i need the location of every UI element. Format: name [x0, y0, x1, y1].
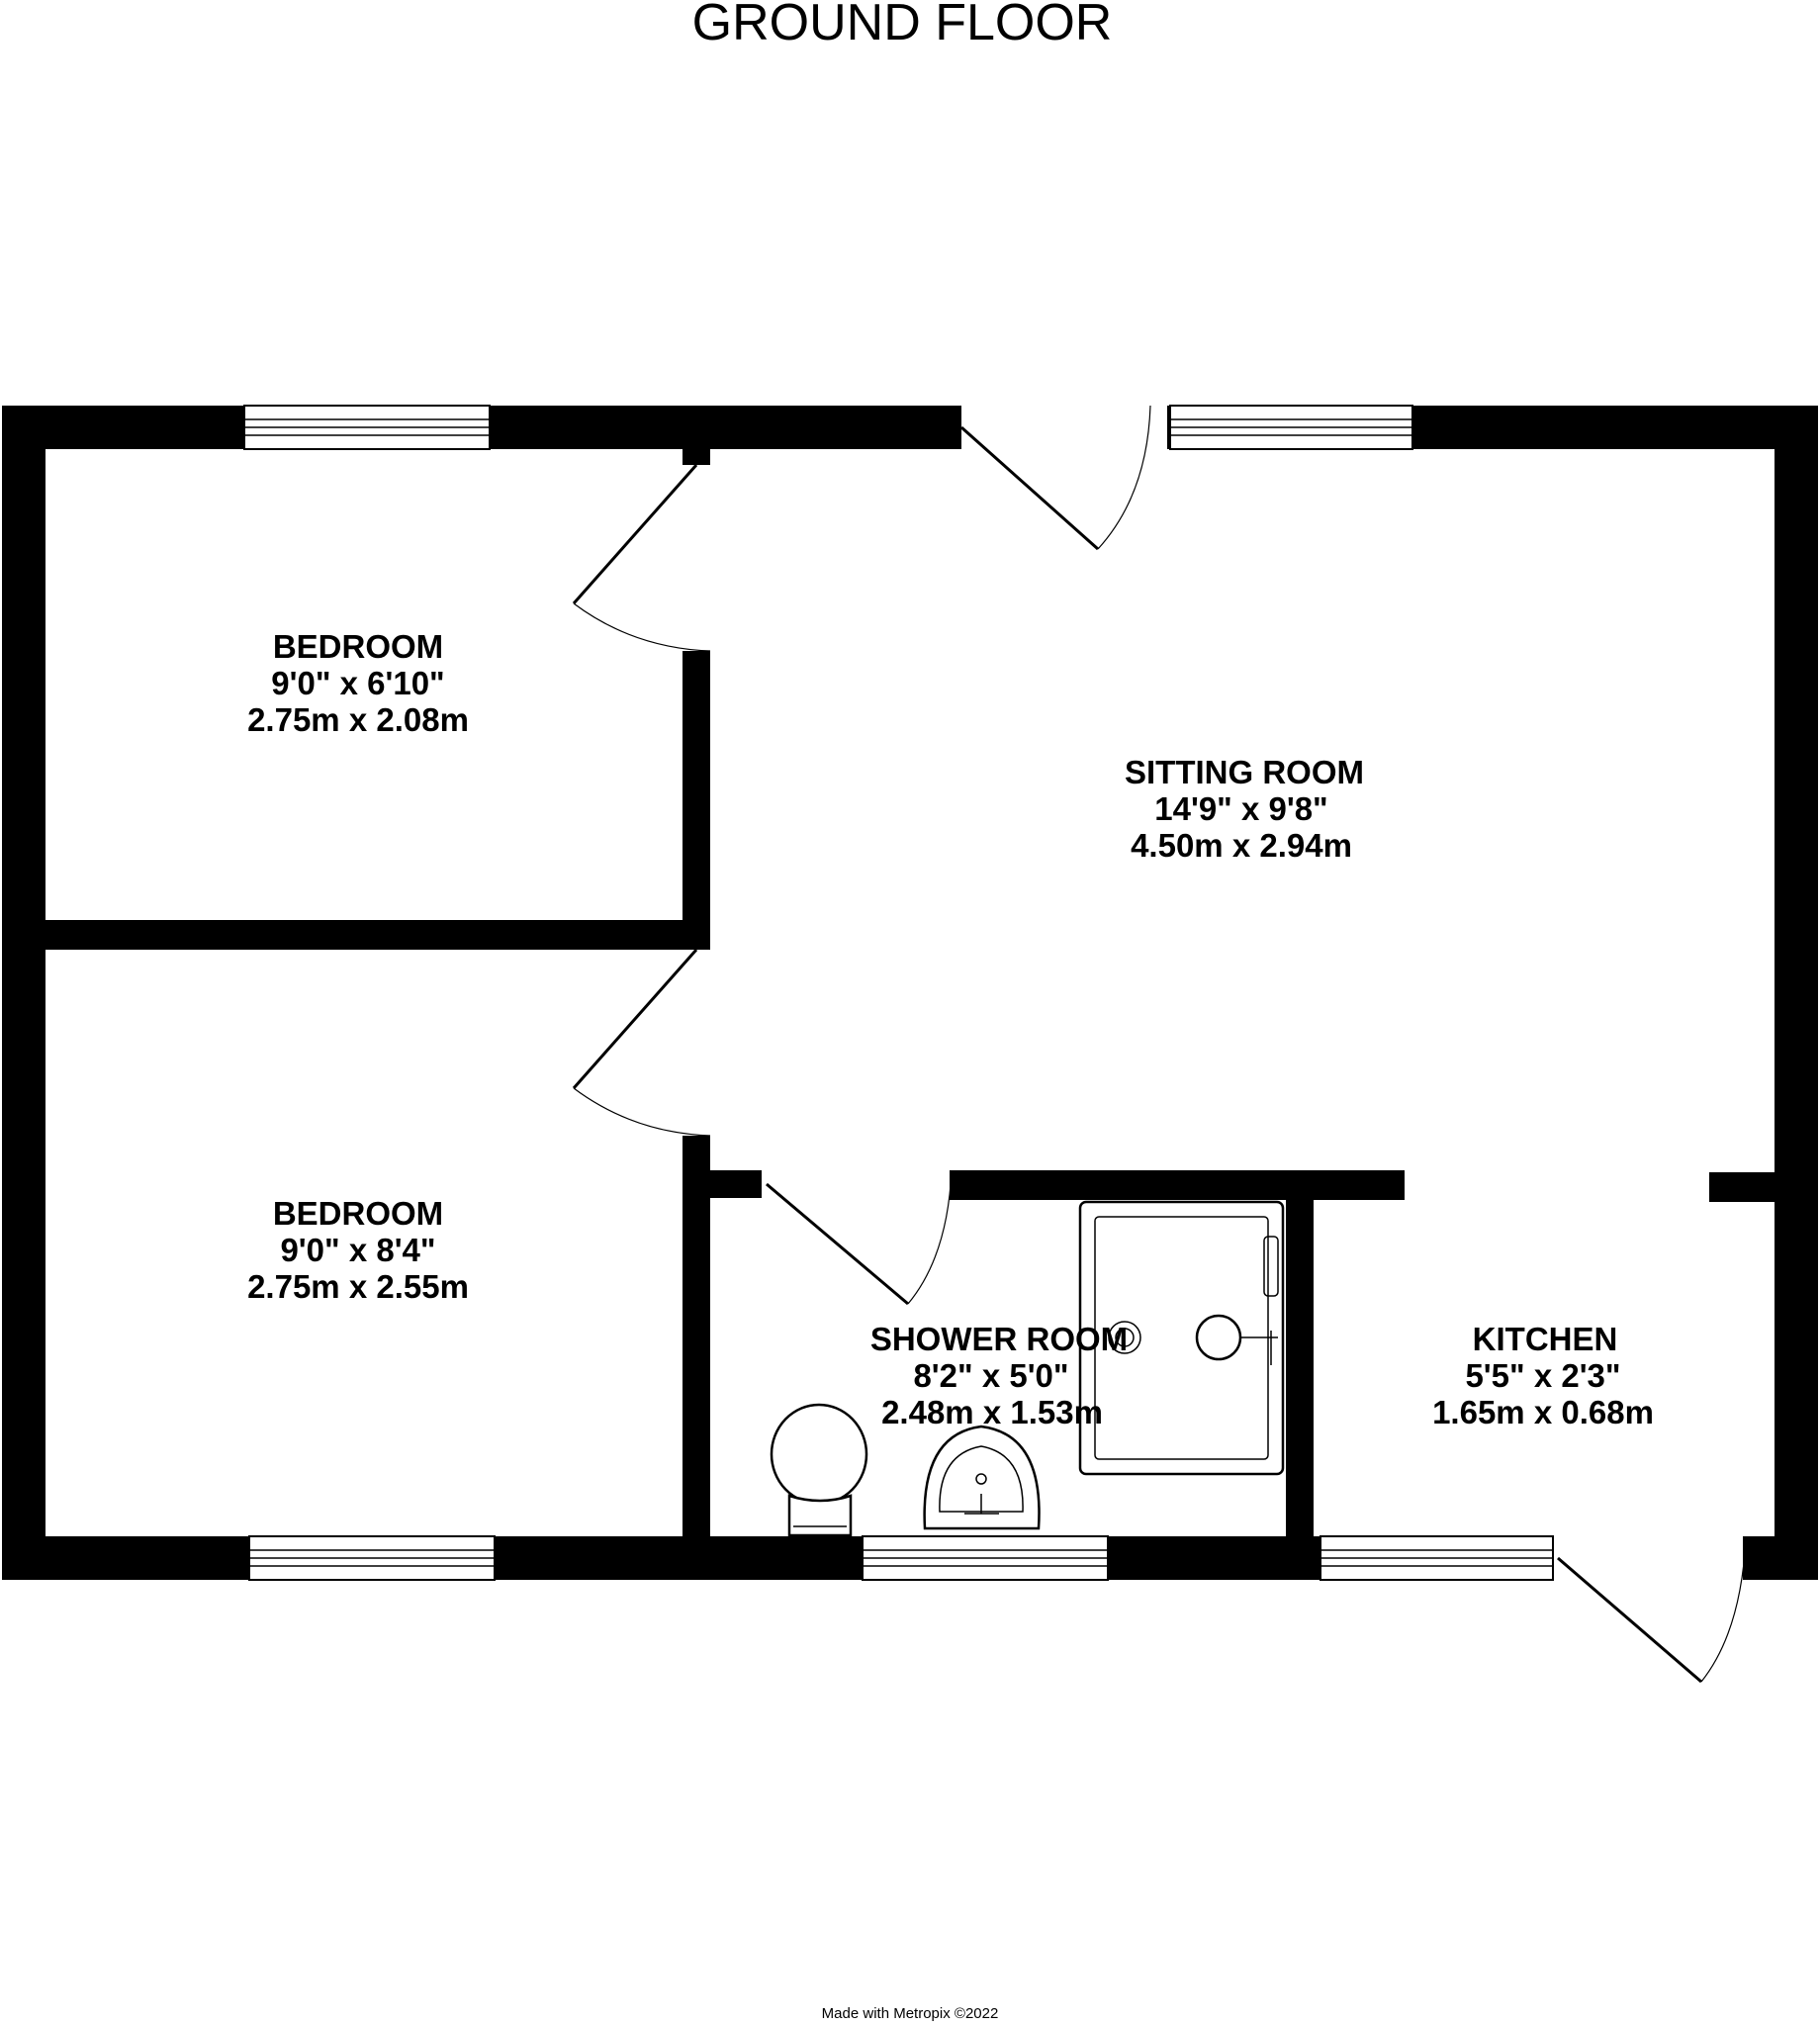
wall-top-2 [490, 406, 961, 449]
room-label-bedroom2: BEDROOM 9'0" x 8'4" 2.75m x 2.55m [247, 1195, 469, 1305]
window-sitting-room [1169, 405, 1413, 450]
wall-bottom-2 [495, 1536, 863, 1580]
room-name: BEDROOM [273, 628, 443, 665]
wall-right-upper [1774, 406, 1818, 1172]
door-kitchen-external [1557, 1537, 1747, 1684]
toilet [770, 1403, 868, 1537]
wall-partition-stub [682, 406, 710, 465]
room-label-kitchen: KITCHEN 5'5" x 2'3" 1.65m x 0.68m [1432, 1321, 1654, 1430]
room-name: SITTING ROOM [1125, 754, 1364, 790]
room-name: BEDROOM [273, 1195, 443, 1232]
doors [572, 405, 1747, 1684]
room-label-bedroom1: BEDROOM 9'0" x 6'10" 2.75m x 2.08m [247, 628, 469, 738]
wall-shower-top-right [950, 1170, 1405, 1200]
window-bedroom1 [243, 405, 491, 450]
wall-right-lower [1774, 1202, 1818, 1538]
room-size-metric: 2.75m x 2.55m [247, 1268, 469, 1305]
wall-bottom-3 [1108, 1536, 1320, 1580]
wall-bottom-4 [1743, 1536, 1818, 1580]
wall-bottom-1 [2, 1536, 249, 1580]
room-size-metric: 2.48m x 1.53m [881, 1394, 1103, 1430]
wash-basin [923, 1425, 1041, 1530]
room-size-metric: 1.65m x 0.68m [1432, 1394, 1654, 1430]
walls [2, 406, 1818, 1580]
room-size-imperial: 9'0" x 6'10" [271, 665, 444, 701]
floor-title: GROUND FLOOR [692, 0, 1113, 51]
wall-partition-upper [682, 651, 710, 950]
wall-kitchen-stub [1709, 1172, 1818, 1202]
room-size-imperial: 5'5" x 2'3" [1465, 1357, 1620, 1394]
wall-bedroom-divider [46, 920, 703, 950]
room-size-imperial: 14'9" x 9'8" [1154, 790, 1327, 827]
room-size-imperial: 8'2" x 5'0" [913, 1357, 1068, 1394]
wall-shower-kitchen [1286, 1170, 1314, 1541]
door-shower-room [766, 1169, 953, 1306]
door-bedroom2 [572, 949, 711, 1137]
room-label-sitting-room: SITTING ROOM 14'9" x 9'8" 4.50m x 2.94m [1125, 754, 1364, 864]
credit-text: Made with Metropix ©2022 [822, 2005, 999, 2022]
window-shower-room [862, 1535, 1109, 1581]
room-size-metric: 4.50m x 2.94m [1131, 827, 1352, 864]
wall-left [2, 406, 46, 1580]
wall-shower-top-left [682, 1170, 762, 1198]
wall-partition-lower [682, 1136, 710, 1541]
windows [243, 405, 1554, 1581]
door-bedroom1 [572, 464, 711, 652]
window-bedroom2 [248, 1535, 496, 1581]
door-entrance [960, 405, 1151, 551]
window-kitchen [1320, 1535, 1554, 1581]
room-name: SHOWER ROOM [870, 1321, 1128, 1357]
room-name: KITCHEN [1473, 1321, 1618, 1357]
room-size-imperial: 9'0" x 8'4" [280, 1232, 435, 1268]
wall-top-4 [1412, 406, 1818, 449]
room-label-shower-room: SHOWER ROOM 8'2" x 5'0" 2.48m x 1.53m [870, 1321, 1128, 1430]
room-size-metric: 2.75m x 2.08m [247, 701, 469, 738]
wall-top-3 [1167, 406, 1170, 449]
shower-tray [1078, 1200, 1285, 1476]
